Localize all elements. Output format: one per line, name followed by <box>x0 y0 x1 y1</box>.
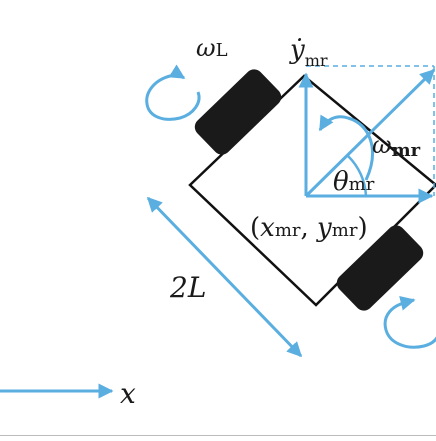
position-label: (xmr, ymr) <box>250 213 368 243</box>
rotation-arc-icon <box>318 114 374 181</box>
x-axis-label: x <box>120 377 136 410</box>
omega-left-label: ωL <box>196 34 228 62</box>
heading-velocity-arrow <box>304 68 436 198</box>
width-dimension-arrow <box>146 196 303 358</box>
theta-mr-label: θmr <box>333 167 375 197</box>
y-dot-label: ẏmr <box>289 35 328 70</box>
left-wheel <box>194 69 282 155</box>
right-wheel <box>336 225 424 311</box>
omega-mr-label: ωmr <box>372 131 421 161</box>
counterclockwise-rotation-icon <box>383 295 436 349</box>
width-label: 2L <box>169 271 206 304</box>
theta-arc <box>347 155 368 197</box>
counterclockwise-rotation-icon <box>145 64 201 121</box>
